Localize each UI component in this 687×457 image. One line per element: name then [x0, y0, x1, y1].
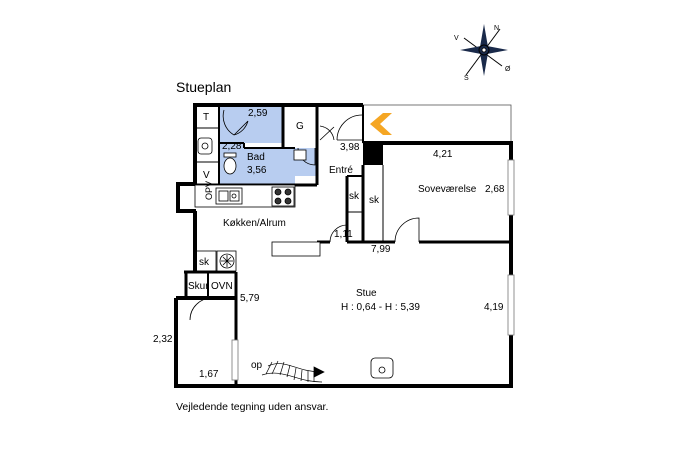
- label-closet-entry: sk: [349, 191, 360, 202]
- compass-label-v: V: [454, 35, 459, 42]
- label-dim-419: 4,19: [484, 302, 504, 313]
- compass-label-s: S: [464, 75, 469, 82]
- wet-rooms: [196, 106, 317, 185]
- label-bath-area: 3,56: [247, 165, 267, 176]
- label-entry: Entré: [329, 165, 353, 176]
- label-bedroom: Soveværelse: [418, 184, 477, 195]
- label-entry-area: 3,98: [340, 142, 360, 153]
- label-toilet: T: [203, 112, 209, 123]
- label-closet-kitchen: sk: [199, 257, 210, 268]
- label-stairs-up: op: [251, 360, 263, 371]
- compass-label-o: Ø: [505, 66, 511, 73]
- fixtures: [194, 137, 394, 379]
- label-dim-111: 1,11: [334, 229, 353, 240]
- label-dim-167: 1,67: [199, 369, 219, 380]
- label-kitchen: Køkken/Alrum: [223, 218, 286, 229]
- label-dim-579: 5,79: [240, 293, 260, 304]
- label-dim-799: 7,99: [371, 244, 391, 255]
- terrace: [362, 104, 512, 144]
- label-living-height: H : 0,64 - H : 5,39: [341, 302, 420, 313]
- label-washer: V: [203, 170, 210, 181]
- label-dishwasher: OPV: [204, 181, 214, 200]
- label-bedroom-area: 2,68: [485, 184, 505, 195]
- compass-label-n: N: [494, 25, 499, 32]
- label-toilet-area: 2,59: [248, 108, 268, 119]
- door-swings: [189, 109, 420, 321]
- stairs-icon: [261, 360, 325, 383]
- label-closet-bedroom: sk: [369, 195, 380, 206]
- label-shower-area: 2,28: [222, 141, 242, 152]
- disclaimer: Vejledende tegning uden ansvar.: [176, 401, 328, 413]
- label-dim-232: 2,32: [153, 334, 173, 345]
- entry-arrow-icon: [370, 113, 392, 135]
- label-oven: OVN: [211, 281, 233, 292]
- page-title: Stueplan: [176, 79, 231, 95]
- label-bath: Bad: [247, 152, 265, 163]
- windows: [231, 159, 515, 381]
- label-living: Stue: [356, 288, 377, 299]
- room-labels: T 2,59 2,28 Bad 3,56 V G 3,98 Entré 4,21…: [153, 108, 505, 380]
- label-bedroom-width: 4,21: [433, 149, 453, 160]
- label-scullery: Skur: [188, 281, 209, 292]
- label-wardrobe: G: [296, 121, 304, 132]
- compass-rose-icon: N V Ø S: [454, 24, 511, 82]
